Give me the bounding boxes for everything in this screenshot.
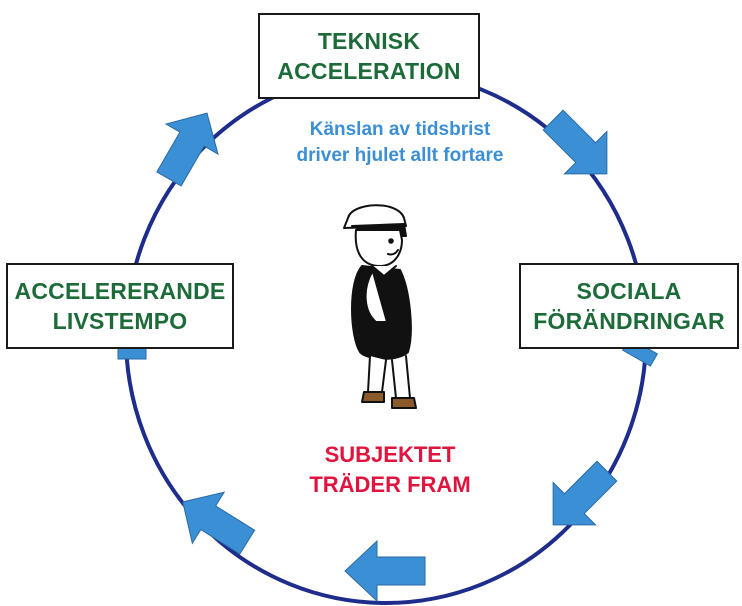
box-right-line1: SOCIALA [576,278,682,304]
box-sociala-forandringar: SOCIALA FÖRÄNDRINGAR [519,263,739,349]
shoes [361,391,417,409]
subject-caption-line2: TRÄDER FRAM [309,472,471,497]
arrow-bottom-left [182,491,256,555]
box-top-line1: TEKNISK [317,28,421,54]
arrow-bottom-center [344,539,426,603]
arrow-bottom-right [552,460,618,526]
box-accelererande-livstempo: ACCELERERANDE LIVSTEMPO [6,263,234,349]
head [354,229,403,267]
cartoon-man-figure [343,204,417,409]
arrow-top-left [156,112,219,187]
subject-caption: SUBJEKTET TRÄDER FRAM [280,440,500,500]
box-teknisk-acceleration: TEKNISK ACCELERATION [258,13,480,99]
box-top-line2: ACCELERATION [277,58,461,84]
mouth [387,249,399,256]
center-caption-line1: Känslan av tidsbrist [309,119,491,140]
box-left-line1: ACCELERERANDE [14,278,226,304]
box-right-line2: FÖRÄNDRINGAR [533,308,725,334]
box-left-line2: LIVSTEMPO [52,308,188,334]
subject-caption-line1: SUBJEKTET [324,442,456,467]
shirt-collar [371,265,397,277]
arm [364,271,387,323]
cap [343,204,407,229]
center-caption: Känslan av tidsbrist driver hjulet allt … [250,117,550,169]
arrow-top-right [542,109,608,175]
center-caption-line2: driver hjulet allt fortare [296,145,504,166]
eye [388,238,394,244]
